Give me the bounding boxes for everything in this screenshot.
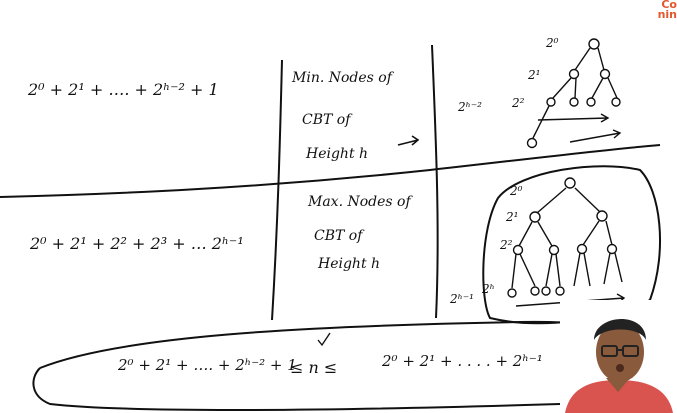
min-label-line-1: Min. Nodes of — [292, 70, 392, 86]
horizontal-divider — [0, 144, 661, 198]
top-tree-level0-label: 2⁰ — [546, 36, 559, 50]
top-tree-level1-label: 2¹ — [528, 68, 541, 82]
inequality-left: 2⁰ + 2¹ + …. + 2ʰ⁻² + 1 — [118, 356, 297, 374]
max-sum-expression: 2⁰ + 2¹ + 2² + 2³ + … 2ʰ⁻¹ — [30, 234, 244, 253]
bottom-tree-hm1-label: 2ʰ⁻¹ — [450, 292, 474, 306]
vertical-divider-right — [431, 44, 439, 319]
max-label-line-3: Height h — [318, 256, 381, 272]
top-tree — [526, 38, 622, 149]
min-label-line-2: CBT of — [302, 112, 351, 128]
top-tree-hm2-label: 2ʰ⁻² — [458, 100, 482, 114]
arrow-min — [397, 135, 420, 146]
max-label-line-1: Max. Nodes of — [308, 194, 411, 210]
max-label-line-2: CBT of — [314, 228, 363, 244]
logo-line-1: Co — [661, 0, 677, 11]
top-tree-level2-label: 2² — [512, 96, 525, 110]
presenter-figure — [560, 300, 677, 413]
vertical-divider-left — [271, 59, 283, 321]
bottom-tree-level0-label: 2⁰ — [510, 184, 523, 198]
logo-line-2: nin — [657, 8, 677, 21]
presenter-webcam — [560, 300, 677, 413]
bottom-tree-h-label: 2ʰ — [482, 282, 495, 296]
tick-mark — [317, 332, 331, 347]
inequality-right: 2⁰ + 2¹ + . . . . + 2ʰ⁻¹ — [382, 352, 543, 370]
min-sum-expression: 2⁰ + 2¹ + …. + 2ʰ⁻² + 1 — [28, 80, 219, 99]
bottom-tree-level2-label: 2² — [500, 238, 513, 252]
inequality-middle: ≤ n ≤ — [290, 358, 338, 377]
brand-logo: Co nin — [647, 0, 677, 22]
bottom-tree-level1-label: 2¹ — [506, 210, 519, 224]
min-label-line-3: Height h — [306, 146, 369, 162]
